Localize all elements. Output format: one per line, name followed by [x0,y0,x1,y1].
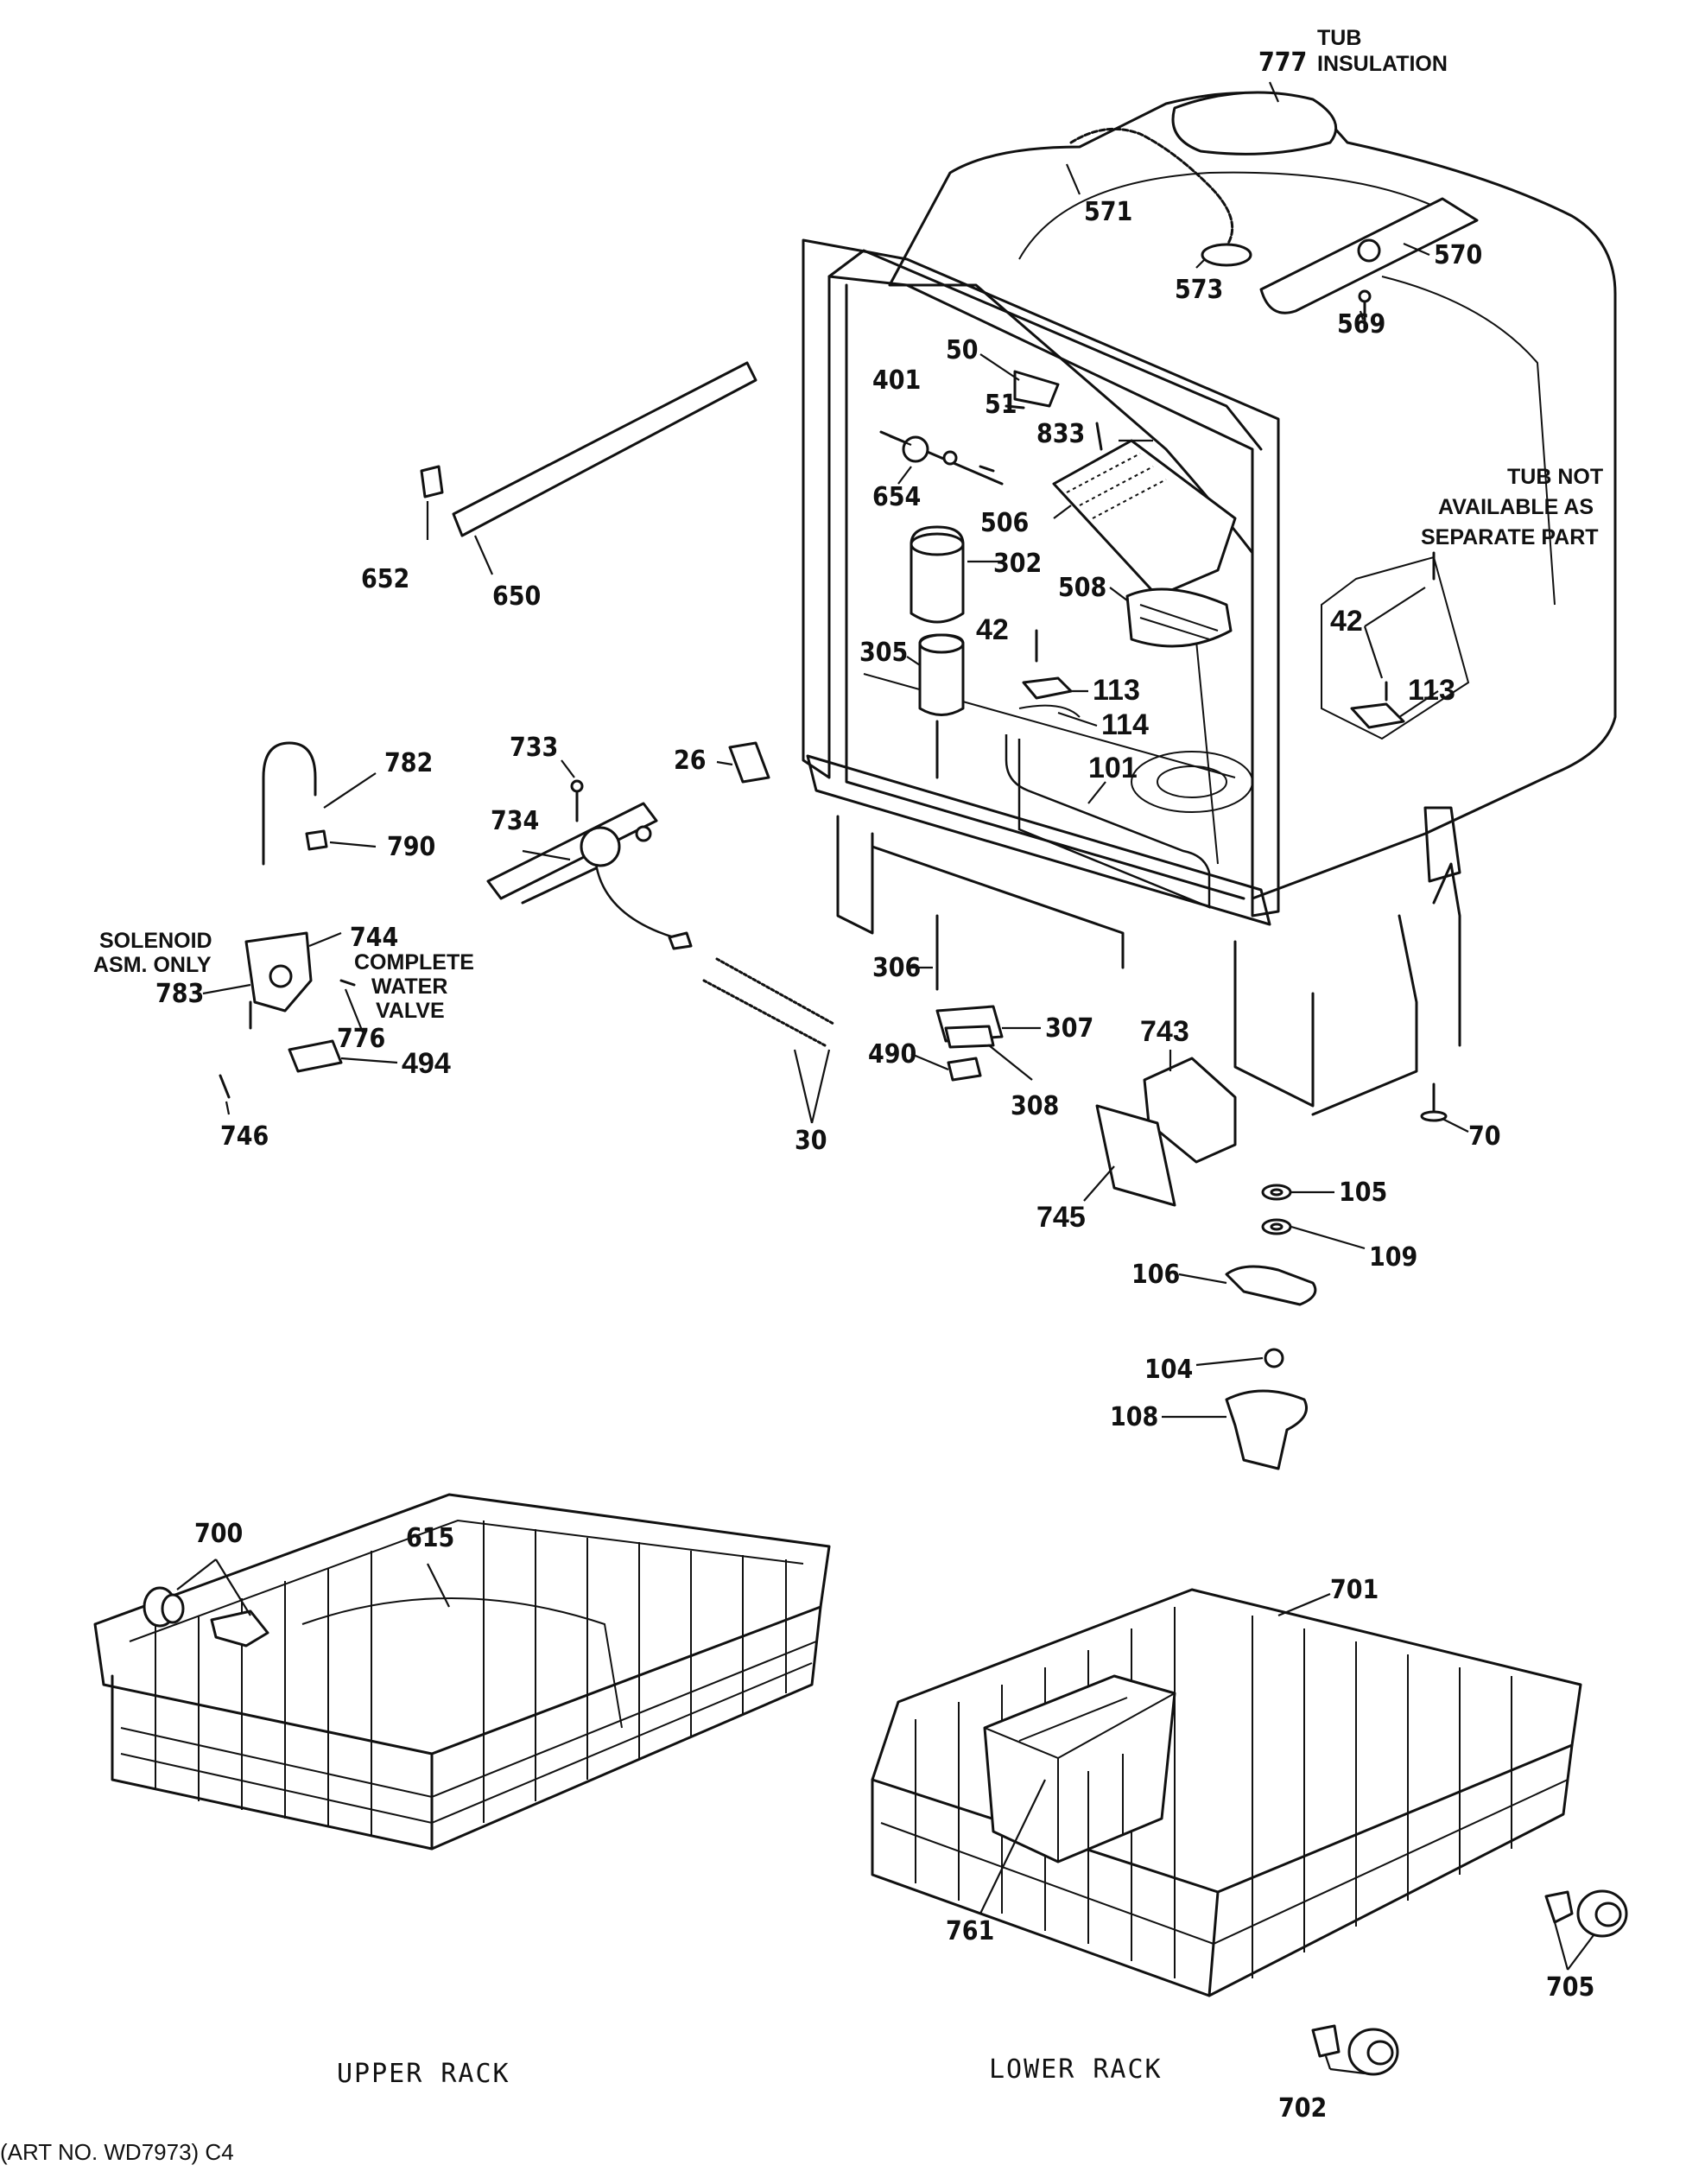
label-573: 573 [1175,275,1223,305]
label-308: 308 [1011,1091,1059,1121]
label-104: 104 [1144,1355,1193,1385]
label-744: 744 [350,923,398,953]
label-705: 705 [1546,1972,1594,2003]
label-700: 700 [194,1519,243,1549]
art-number: (ART NO. WD7973) C4 [0,2139,234,2165]
label-701: 701 [1330,1575,1379,1605]
label-761: 761 [946,1916,994,1946]
silverware-basket [983,1674,1176,1863]
label-105: 105 [1339,1178,1387,1208]
hose-571 [1069,127,1234,248]
label-570: 570 [1434,240,1482,270]
note-solenoid-2: ASM. ONLY [93,953,212,977]
valve-bracket-494 [288,1039,343,1073]
label-113a: 113 [1093,674,1140,707]
clip-26 [728,741,770,784]
door-gasket [452,361,757,537]
switch-490 [947,1057,982,1082]
spring-30a [715,957,835,1025]
label-702: 702 [1278,2093,1327,2124]
label-70: 70 [1468,1121,1501,1152]
note-complete-valve-3: VALVE [376,999,445,1023]
label-50: 50 [946,335,979,365]
label-734: 734 [491,806,539,836]
plate-745 [1095,1104,1176,1207]
detergent-dispenser [1052,439,1237,598]
tub-insulation [1171,91,1338,156]
note-tub-insulation-2: INSULATION [1317,52,1448,76]
label-833: 833 [1036,419,1085,449]
label-306: 306 [872,953,921,983]
note-complete-valve-2: WATER [371,975,447,999]
label-777: 777 [1258,48,1307,78]
part-labels: 777 TUB INSULATION 571 573 570 569 50 51… [93,26,1603,2124]
label-106: 106 [1131,1260,1180,1290]
label-42a: 42 [976,613,1009,646]
note-tub-insulation-1: TUB [1317,26,1361,50]
gasket-end-cap [420,465,444,498]
label-30: 30 [795,1126,827,1156]
note-tub-not-available-3: SEPARATE PART [1421,525,1599,549]
label-305: 305 [859,638,908,668]
label-109: 109 [1369,1242,1417,1273]
caption-upper-rack: UPPER RACK [337,2059,510,2089]
heating-element [1005,734,1211,909]
label-615: 615 [406,1523,454,1553]
label-746: 746 [220,1121,269,1152]
plate-106 [1225,1265,1317,1306]
caption-lower-rack: LOWER RACK [989,2054,1163,2085]
front-frame [802,238,1280,917]
lower-rack [871,1588,1582,1997]
tub-assembly [802,91,1617,1116]
spring-30b [702,979,827,1047]
label-26: 26 [674,746,707,776]
label-506: 506 [980,508,1029,538]
label-51: 51 [985,390,1017,420]
leader-lines [176,81,1594,2075]
label-782: 782 [384,748,433,778]
latch-50 [1013,370,1060,408]
label-652: 652 [361,564,409,594]
note-solenoid-1: SOLENOID [99,929,212,953]
fill-funnel [1201,243,1252,267]
label-101: 101 [1088,752,1138,784]
label-783: 783 [155,979,204,1009]
side-bracket [1321,556,1470,740]
upper-rack [93,1493,831,1851]
hose-782 [262,741,317,866]
label-113b: 113 [1408,674,1455,707]
label-401: 401 [872,365,921,396]
label-733: 733 [510,733,558,763]
label-42b: 42 [1330,605,1363,638]
bottom-rail [806,754,1271,926]
label-776: 776 [337,1024,385,1054]
label-650: 650 [492,581,541,612]
label-302: 302 [993,549,1042,579]
bracket-108 [1225,1389,1308,1470]
label-490: 490 [868,1039,916,1070]
label-508: 508 [1058,573,1106,603]
label-743: 743 [1140,1015,1189,1048]
label-571: 571 [1084,197,1132,227]
label-654: 654 [872,482,921,512]
label-108: 108 [1110,1402,1158,1432]
label-114: 114 [1101,708,1149,741]
label-745: 745 [1036,1201,1086,1234]
label-494: 494 [402,1047,451,1080]
label-307: 307 [1045,1013,1093,1044]
label-569: 569 [1337,309,1385,340]
note-tub-not-available-2: AVAILABLE AS [1438,495,1594,519]
note-complete-valve-1: COMPLETE [354,950,474,975]
label-790: 790 [387,832,435,862]
note-tub-not-available-1: TUB NOT [1507,465,1603,489]
